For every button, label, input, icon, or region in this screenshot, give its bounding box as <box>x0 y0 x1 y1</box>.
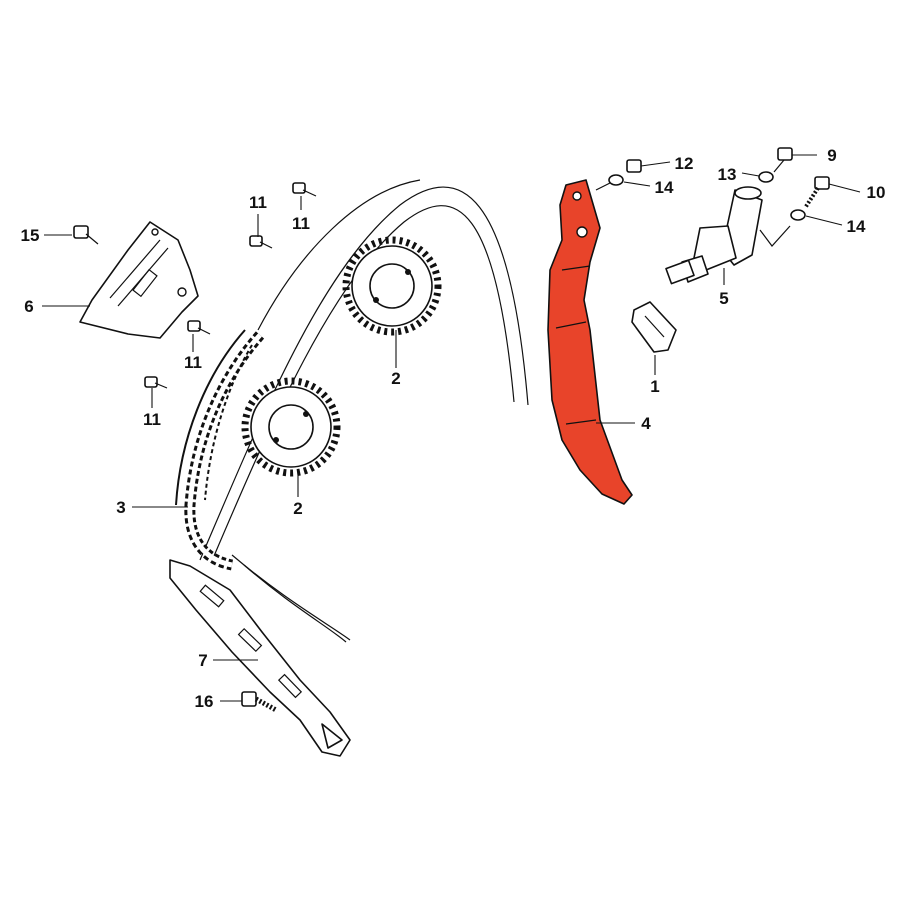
lower-cam-sprocket[interactable] <box>241 377 341 477</box>
bolt-11-a[interactable] <box>292 182 317 197</box>
bolt-11-d[interactable] <box>144 376 168 389</box>
callout-13: 13 <box>718 165 737 184</box>
callout-11-b: 11 <box>292 214 310 233</box>
upper-cam-sprocket[interactable] <box>342 236 442 336</box>
callout-labels: 1 2 2 3 4 5 6 7 9 10 11 11 11 11 12 13 1… <box>21 146 886 711</box>
lifter-bolt-guide-line <box>759 225 791 247</box>
callout-9: 9 <box>827 146 836 165</box>
callout-15: 15 <box>21 226 40 245</box>
upper-chain-guide-bracket[interactable] <box>79 221 199 339</box>
callout-2-lower: 2 <box>293 499 302 518</box>
bolt-11-c[interactable] <box>187 320 211 335</box>
cam-chain-tensioner-arm[interactable] <box>547 179 633 505</box>
callout-10: 10 <box>867 183 886 202</box>
callout-1: 1 <box>650 377 659 396</box>
callout-7: 7 <box>198 651 207 670</box>
washer-14-a[interactable] <box>608 174 624 186</box>
callout-11-c: 11 <box>184 353 202 372</box>
callout-3: 3 <box>116 498 125 517</box>
bolt-16[interactable] <box>241 691 278 713</box>
callout-14-b: 14 <box>847 217 866 236</box>
callout-5: 5 <box>719 289 728 308</box>
leader-lines <box>42 154 861 702</box>
cam-chain-tensioner-lifter[interactable] <box>665 186 763 285</box>
bolt-12[interactable] <box>626 159 642 173</box>
lower-chain-guide[interactable] <box>169 559 351 757</box>
callout-12: 12 <box>675 154 694 173</box>
washer-13[interactable] <box>758 171 774 183</box>
bolt-11-b[interactable] <box>249 235 273 249</box>
cam-chain[interactable] <box>175 329 265 571</box>
callout-6: 6 <box>24 297 33 316</box>
washer-14-b[interactable] <box>790 209 806 221</box>
bolt-10[interactable] <box>803 176 830 210</box>
callout-2-upper: 2 <box>391 369 400 388</box>
callout-4: 4 <box>641 414 651 433</box>
callout-11-a: 11 <box>249 193 267 212</box>
bolt-9[interactable] <box>773 147 793 173</box>
bolt-12-shaft <box>595 182 611 191</box>
bolt-15[interactable] <box>73 225 99 245</box>
callout-14-a: 14 <box>655 178 674 197</box>
callout-11-d: 11 <box>143 410 161 429</box>
tensioner-gasket[interactable] <box>631 301 677 353</box>
callout-16: 16 <box>195 692 214 711</box>
